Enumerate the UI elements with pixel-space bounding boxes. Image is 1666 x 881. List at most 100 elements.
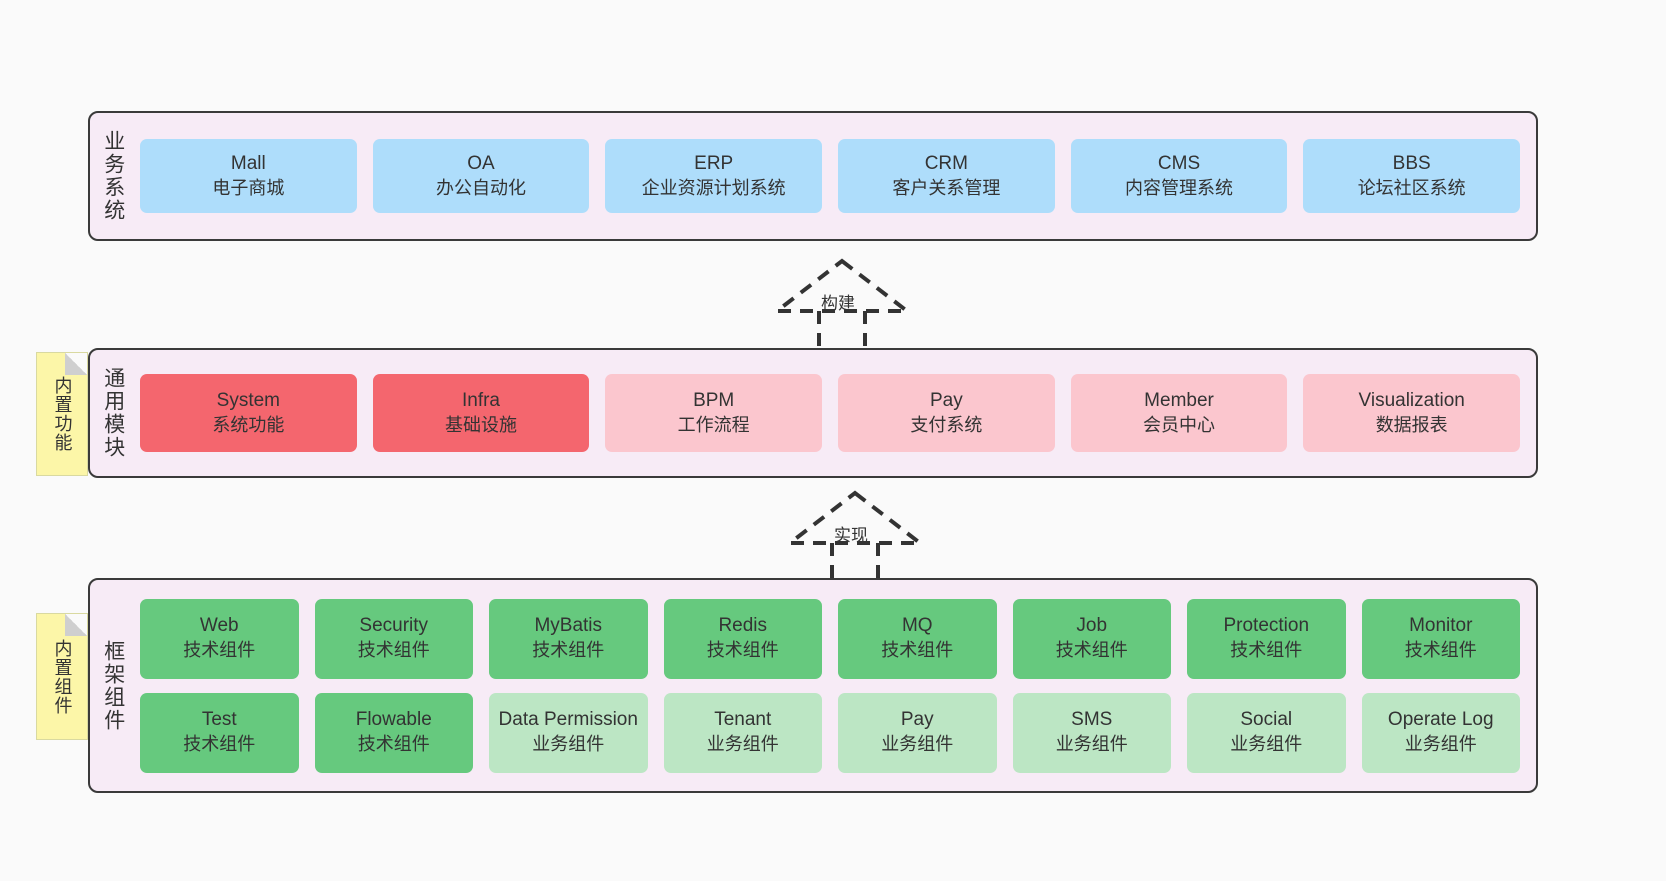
node-title-cn: 技术组件 — [183, 734, 256, 755]
node-test[interactable]: Test 技术组件 — [140, 692, 299, 773]
note-builtin-functions: 内置功能 — [36, 352, 88, 476]
node-pay-component[interactable]: Pay 业务组件 — [838, 692, 997, 773]
node-title-en: Tenant — [714, 709, 772, 731]
box-row: Mall 电子商城 OA 办公自动化 ERP 企业资源计划系统 CRM 客户关系… — [140, 139, 1521, 213]
node-title-en: Pay — [900, 709, 934, 731]
node-monitor[interactable]: Monitor 技术组件 — [1361, 598, 1520, 679]
node-title-cn: 技术组件 — [357, 640, 430, 661]
layer-title-business-system: 业务系统 — [101, 130, 125, 222]
node-title-en: BBS — [1392, 152, 1431, 174]
layer-body-common-modules: System 系统功能 Infra 基础设施 BPM 工作流程 Pay 支付系统… — [136, 350, 1536, 476]
node-title-cn: 业务组件 — [532, 734, 605, 755]
node-title-cn: 数据报表 — [1375, 414, 1448, 435]
node-redis[interactable]: Redis 技术组件 — [663, 598, 822, 679]
connector-build: 构建 — [757, 255, 927, 355]
node-title-cn: 论坛社区系统 — [1357, 177, 1466, 198]
node-title-en: SMS — [1071, 709, 1113, 731]
node-title-cn: 业务组件 — [881, 734, 954, 755]
node-title-cn: 会员中心 — [1143, 414, 1216, 435]
node-web[interactable]: Web 技术组件 — [140, 598, 299, 679]
box-row: Web 技术组件 Security 技术组件 MyBatis 技术组件 Redi… — [140, 598, 1520, 679]
node-title-en: MQ — [901, 615, 933, 637]
node-crm[interactable]: CRM 客户关系管理 — [838, 139, 1055, 213]
node-title-cn: 基础设施 — [445, 414, 517, 435]
note-builtin-components-label: 内置组件 — [52, 638, 73, 715]
node-title-cn: 电子商城 — [212, 177, 285, 198]
node-title-cn: 业务组件 — [1404, 734, 1477, 755]
box-row: System 系统功能 Infra 基础设施 BPM 工作流程 Pay 支付系统… — [140, 374, 1521, 452]
node-title-cn: 技术组件 — [1055, 640, 1128, 661]
node-title-en: Pay — [929, 389, 963, 411]
node-title-en: CMS — [1157, 152, 1201, 174]
layer-title-common-modules: 通用模块 — [101, 367, 125, 459]
node-title-en: Data Permission — [498, 709, 638, 731]
node-tenant[interactable]: Tenant 业务组件 — [663, 692, 822, 773]
node-title-en: Redis — [718, 615, 768, 637]
node-title-en: Operate Log — [1387, 709, 1494, 731]
note-builtin-functions-label: 内置功能 — [52, 376, 73, 452]
node-title-en: Monitor — [1409, 615, 1473, 637]
node-visualization[interactable]: Visualization 数据报表 — [1303, 374, 1521, 452]
node-title-cn: 技术组件 — [706, 640, 779, 661]
node-title-cn: 办公自动化 — [436, 177, 526, 198]
layer-common-modules: 通用模块 System 系统功能 Infra 基础设施 BPM 工作流程 Pay… — [88, 348, 1538, 478]
node-pay-module[interactable]: Pay 支付系统 — [838, 374, 1055, 452]
node-mybatis[interactable]: MyBatis 技术组件 — [489, 598, 648, 679]
node-title-en: Social — [1240, 709, 1293, 731]
node-title-cn: 内容管理系统 — [1125, 177, 1234, 198]
node-cms[interactable]: CMS 内容管理系统 — [1070, 139, 1288, 213]
node-title-en: Security — [359, 615, 429, 637]
node-security[interactable]: Security 技术组件 — [314, 598, 473, 679]
box-row: Test 技术组件 Flowable 技术组件 Data Permission … — [140, 692, 1520, 773]
node-title-cn: 工作流程 — [677, 414, 750, 435]
node-title-en: CRM — [924, 152, 968, 174]
node-title-en: Flowable — [355, 709, 432, 731]
node-title-en: Infra — [461, 389, 501, 411]
node-title-en: BPM — [693, 389, 735, 411]
node-mall[interactable]: Mall 电子商城 — [140, 139, 357, 213]
node-title-cn: 技术组件 — [183, 640, 256, 661]
node-title-cn: 技术组件 — [532, 640, 605, 661]
node-title-en: Visualization — [1358, 389, 1465, 411]
node-title-en: Test — [201, 709, 237, 731]
node-title-cn: 技术组件 — [357, 734, 430, 755]
node-infra[interactable]: Infra 基础设施 — [372, 374, 590, 452]
node-job[interactable]: Job 技术组件 — [1012, 598, 1171, 679]
node-title-en: ERP — [694, 152, 734, 174]
node-oa[interactable]: OA 办公自动化 — [372, 139, 590, 213]
node-title-en: Mall — [230, 152, 266, 174]
node-mq[interactable]: MQ 技术组件 — [838, 598, 997, 679]
layer-framework-components: 框架组件 Web 技术组件 Security 技术组件 MyBatis 技术组件… — [88, 578, 1538, 793]
connector-build-label: 构建 — [821, 294, 855, 313]
node-title-en: Protection — [1223, 615, 1310, 637]
node-title-en: Member — [1144, 389, 1214, 411]
layer-title-framework-components: 框架组件 — [101, 639, 125, 732]
node-erp[interactable]: ERP 企业资源计划系统 — [605, 139, 823, 213]
connector-implement: 实现 — [770, 487, 940, 587]
layer-body-framework-components: Web 技术组件 Security 技术组件 MyBatis 技术组件 Redi… — [136, 580, 1536, 791]
node-title-cn: 业务组件 — [1055, 734, 1128, 755]
node-protection[interactable]: Protection 技术组件 — [1187, 598, 1346, 679]
node-data-permission[interactable]: Data Permission 业务组件 — [489, 692, 648, 773]
node-sms[interactable]: SMS 业务组件 — [1012, 692, 1171, 773]
node-title-cn: 技术组件 — [881, 640, 954, 661]
node-operate-log[interactable]: Operate Log 业务组件 — [1361, 692, 1520, 773]
node-title-en: OA — [467, 152, 495, 174]
node-title-en: Job — [1076, 615, 1108, 637]
node-title-cn: 技术组件 — [1404, 640, 1477, 661]
connector-implement-label: 实现 — [834, 526, 868, 545]
node-title-cn: 企业资源计划系统 — [641, 177, 786, 198]
node-title-cn: 系统功能 — [212, 414, 285, 435]
node-social[interactable]: Social 业务组件 — [1187, 692, 1346, 773]
note-builtin-components: 内置组件 — [36, 613, 88, 740]
node-flowable[interactable]: Flowable 技术组件 — [314, 692, 473, 773]
node-member[interactable]: Member 会员中心 — [1070, 374, 1288, 452]
node-system[interactable]: System 系统功能 — [140, 374, 357, 452]
layer-business-system: 业务系统 Mall 电子商城 OA 办公自动化 ERP 企业资源计划系统 CRM… — [88, 111, 1538, 241]
node-bbs[interactable]: BBS 论坛社区系统 — [1303, 139, 1521, 213]
node-title-cn: 客户关系管理 — [892, 177, 1001, 198]
layer-body-business-system: Mall 电子商城 OA 办公自动化 ERP 企业资源计划系统 CRM 客户关系… — [136, 113, 1536, 239]
node-title-cn: 技术组件 — [1230, 640, 1303, 661]
node-bpm[interactable]: BPM 工作流程 — [605, 374, 823, 452]
